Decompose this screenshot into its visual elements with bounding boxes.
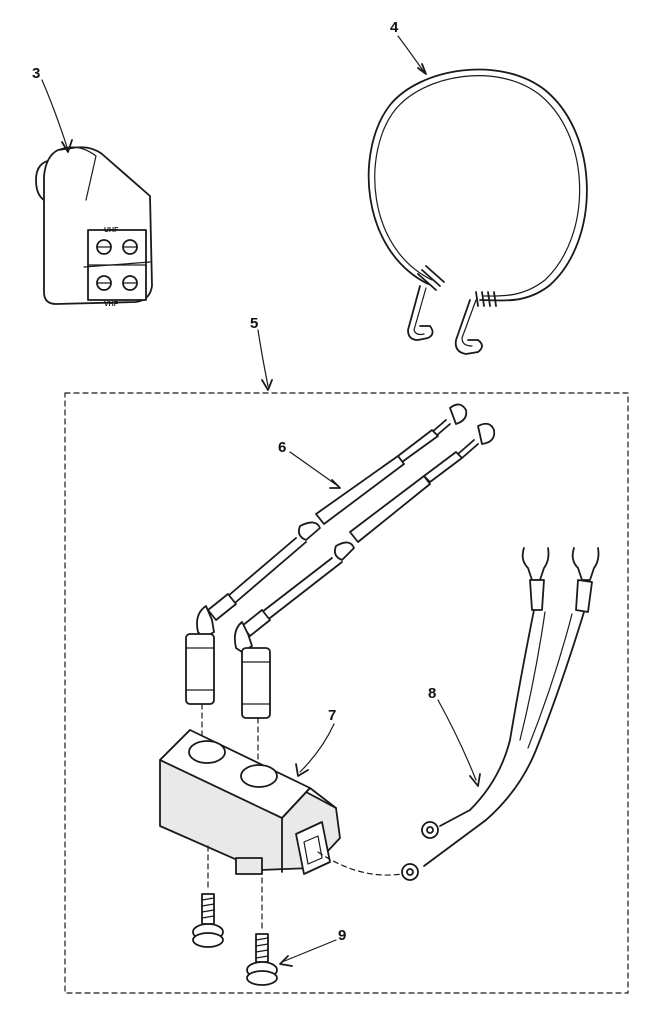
uhf-vhf-adapter: UHF VHF [35,146,153,308]
telescoping-rods [196,403,496,653]
callout-3: 3 [32,65,40,82]
lead-wire [317,547,600,881]
mounting-block [159,729,341,875]
mounting-screws [192,845,278,986]
callout-5: 5 [250,315,258,332]
adapter-uhf-label: UHF [104,227,119,234]
rod-sleeves [185,633,271,769]
antenna-kit-boundary [64,392,629,994]
callout-4: 4 [390,19,399,36]
callout-leaders [41,35,481,967]
callout-6: 6 [278,439,286,456]
adapter-vhf-label: VHF [104,301,119,308]
loop-antenna [367,68,588,355]
callout-7: 7 [328,707,336,724]
callout-8: 8 [428,685,436,702]
callout-9: 9 [338,927,346,944]
